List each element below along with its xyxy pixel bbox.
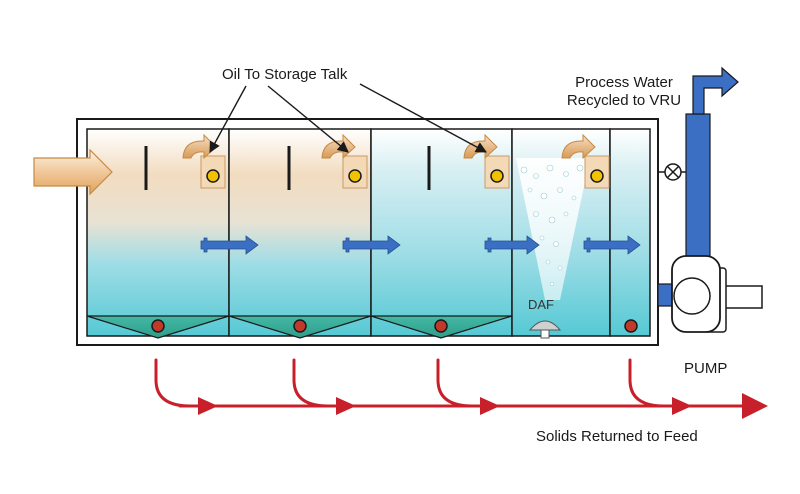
flow-arrow-icon <box>342 235 401 255</box>
oil-outlet-icon <box>348 169 362 183</box>
flow-arrows <box>200 235 641 255</box>
valve-icon <box>664 163 682 181</box>
pump-icon <box>671 255 763 333</box>
daf-diffuser <box>528 320 562 331</box>
process-water-label: Process Water Recycled to VRU <box>558 74 690 110</box>
sludge-outlet-icon <box>624 319 638 333</box>
process-water-pipe <box>685 113 711 265</box>
process-water-label-line2: Recycled to VRU <box>566 92 682 109</box>
inlet-arrow-icon <box>33 148 113 196</box>
sludge-outlets <box>151 319 638 333</box>
oil-to-storage-label: Oil To Storage Talk <box>222 66 348 83</box>
solids-returned-label: Solids Returned to Feed <box>536 428 698 445</box>
oil-outlet-icon <box>590 169 604 183</box>
curved-arrow-icon <box>561 133 596 160</box>
daf-label: DAF <box>528 297 554 312</box>
solids-return-arrowheads <box>198 393 768 419</box>
daf-diffuser-stem <box>540 329 550 339</box>
oil-outlet-icon <box>206 169 220 183</box>
flow-arrow-icon <box>583 235 641 255</box>
pump-label: PUMP <box>684 360 728 377</box>
solids-return-lines <box>154 358 747 408</box>
skimmer-4 <box>561 133 610 189</box>
process-water-label-line1: Process Water <box>575 74 673 91</box>
flow-arrow-icon <box>200 235 259 255</box>
sludge-outlet-icon <box>293 319 307 333</box>
oil-outlet-icon <box>490 169 504 183</box>
sludge-outlet-icon <box>151 319 165 333</box>
sludge-outlet-icon <box>434 319 448 333</box>
label-pointers <box>209 83 487 153</box>
skimmer-3 <box>463 133 510 189</box>
daf-bubble-plume <box>516 158 590 300</box>
process-water-elbow <box>692 66 739 115</box>
daf-bubbles <box>520 164 584 287</box>
flow-arrow-icon <box>484 235 540 255</box>
chamber-clear <box>609 128 651 337</box>
